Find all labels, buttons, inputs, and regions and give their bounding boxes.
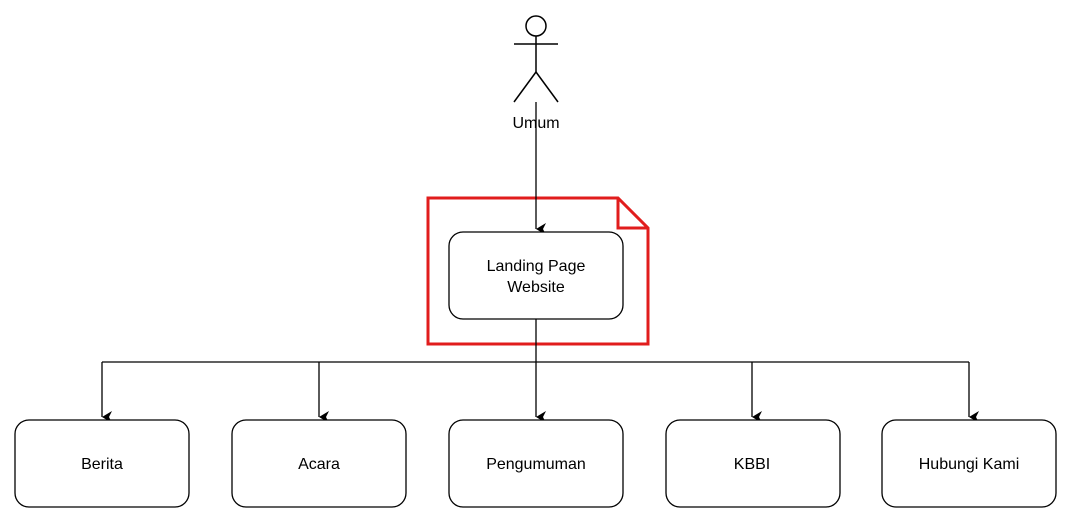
child-node-kbbi[interactable]: KBBI bbox=[665, 419, 841, 508]
child-node-berita[interactable]: Berita bbox=[14, 419, 190, 508]
child-node-acara[interactable]: Acara bbox=[231, 419, 407, 508]
main-node-box[interactable] bbox=[448, 231, 624, 320]
child-node-label: Acara bbox=[298, 456, 340, 473]
child-node-pengumuman[interactable]: Pengumuman bbox=[448, 419, 624, 508]
child-node-hubungi-kami[interactable]: Hubungi Kami bbox=[881, 419, 1057, 508]
child-node-label: Hubungi Kami bbox=[919, 456, 1020, 473]
actor-stick-figure-icon bbox=[513, 15, 559, 103]
child-node-label: Pengumuman bbox=[486, 456, 586, 473]
main-node-label-line1: Landing Page bbox=[487, 258, 586, 275]
child-node-label: Berita bbox=[81, 456, 123, 473]
child-node-label: KBBI bbox=[734, 456, 770, 473]
main-node-label-line2: Website bbox=[507, 279, 565, 296]
highlight-note-fold bbox=[616, 198, 648, 230]
highlight-note-frame bbox=[426, 196, 650, 346]
